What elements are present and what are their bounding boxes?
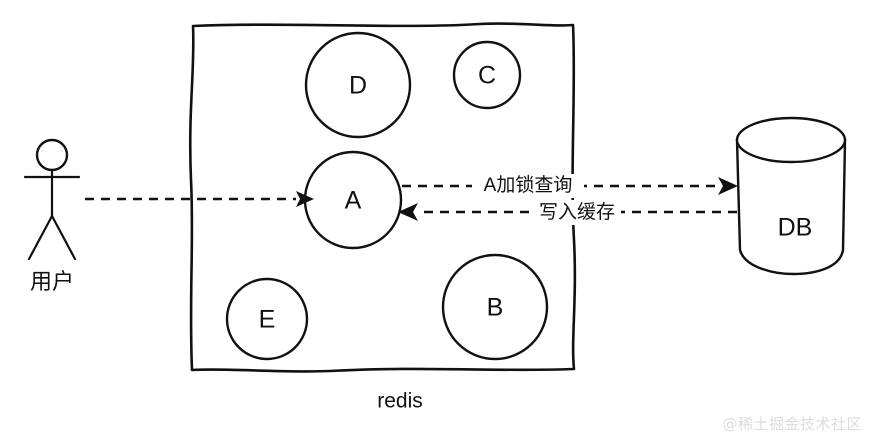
user-actor[interactable]: 用户 <box>23 138 81 294</box>
db-label: DB <box>778 214 813 242</box>
edge-a-to-db-label: A加锁查询 <box>484 174 573 196</box>
edge-a-to-db[interactable]: A加锁查询 <box>402 174 738 198</box>
cache-node-e[interactable]: E <box>225 277 309 361</box>
cache-node-a[interactable]: A <box>303 150 403 250</box>
edge-db-to-a-label: 写入缓存 <box>539 201 615 223</box>
cache-node-a-label: A <box>345 187 362 215</box>
db-cylinder[interactable]: DB <box>735 116 847 276</box>
edge-db-to-a[interactable]: 写入缓存 <box>398 200 737 225</box>
cache-node-c[interactable]: C <box>452 40 522 110</box>
cache-node-d-label: D <box>349 72 367 100</box>
cache-node-b-label: B <box>487 294 504 322</box>
cache-node-d[interactable]: D <box>304 31 412 139</box>
cache-node-e-label: E <box>259 306 276 334</box>
redis-caption: redis <box>377 390 423 413</box>
cache-node-b[interactable]: B <box>441 253 549 361</box>
edge-user-to-a[interactable] <box>85 191 314 207</box>
redis-container[interactable] <box>188 22 577 373</box>
cache-node-c-label: C <box>478 62 496 90</box>
user-actor-label: 用户 <box>30 269 74 294</box>
watermark: @稀土掘金技术社区 <box>722 415 862 433</box>
